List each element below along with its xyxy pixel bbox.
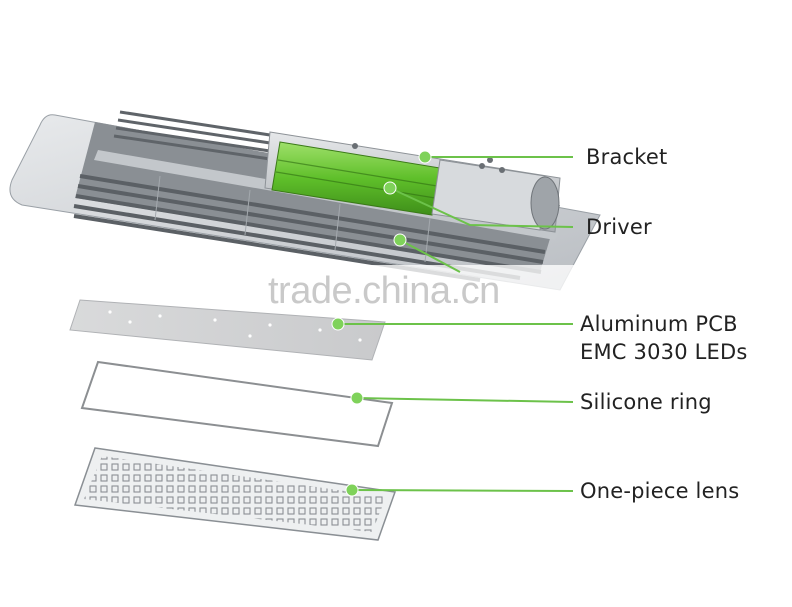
leader-driver <box>389 187 574 228</box>
dot-lens <box>345 483 359 497</box>
lamp-housing <box>9 110 780 305</box>
callout-dots <box>331 150 432 497</box>
dot-bracket <box>418 150 432 164</box>
one-piece-lens <box>73 447 397 541</box>
label-bracket: Bracket <box>586 145 668 169</box>
screws <box>352 143 505 173</box>
watermark: trade.china.cn <box>268 270 500 312</box>
silicone-ring <box>80 360 394 448</box>
label-one-piece-lens: One-piece lens <box>580 479 740 503</box>
callout-lines <box>338 156 574 492</box>
leader-silicone <box>356 397 574 403</box>
dot-heatsink <box>393 233 407 247</box>
label-silicone-ring: Silicone ring <box>580 390 712 414</box>
aluminum-pcb <box>69 299 386 361</box>
bracket-tube <box>530 176 560 230</box>
dot-pcb <box>331 317 345 331</box>
dot-silicone <box>350 391 364 405</box>
leader-heatsink <box>399 239 461 273</box>
heatsink-fins-upper <box>113 110 271 161</box>
label-pcb-line1: Aluminum PCB <box>580 312 738 336</box>
driver-body <box>271 141 441 216</box>
bracket-end <box>431 159 546 231</box>
leader-lens <box>351 489 574 492</box>
label-driver: Driver <box>586 215 652 239</box>
label-pcb-line2: EMC 3030 LEDs <box>580 340 748 364</box>
dot-driver <box>383 181 397 195</box>
